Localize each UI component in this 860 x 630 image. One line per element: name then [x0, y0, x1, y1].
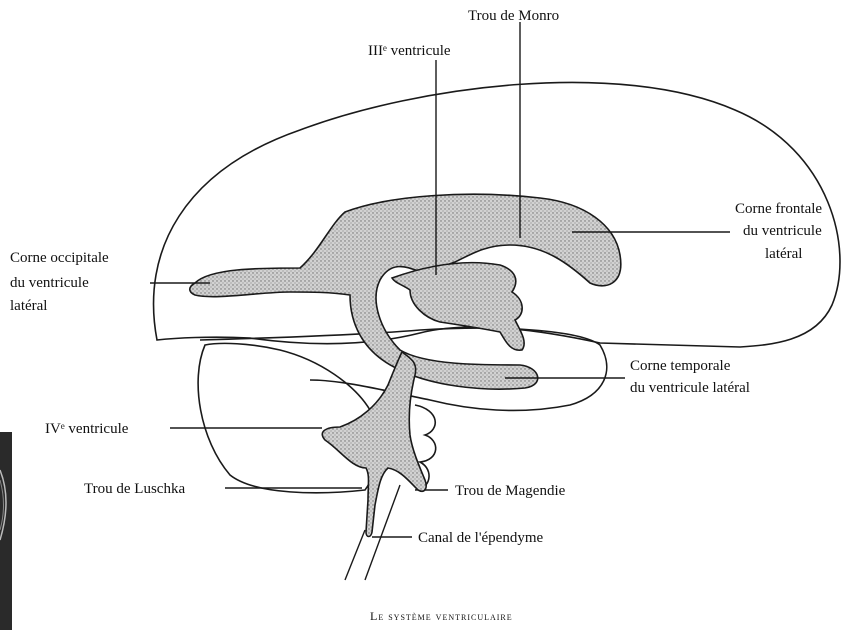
label-canal-ependyme: Canal de l'épendyme	[418, 530, 543, 546]
third-ventricle	[392, 263, 524, 351]
label-temporal-horn-2: du ventricule latéral	[630, 380, 750, 396]
label-trou-magendie: Trou de Magendie	[455, 483, 566, 499]
label-trou-monro: Trou de Monro	[468, 8, 559, 24]
label-occipital-horn-3: latéral	[10, 298, 47, 314]
spinal-cord-left	[345, 530, 365, 580]
label-occipital-horn-1: Corne occipitale	[10, 250, 109, 266]
label-frontal-horn-3: latéral	[765, 246, 802, 262]
aqueduct-fourth-ventricle	[322, 352, 426, 537]
label-occipital-horn-2: du ventricule	[10, 275, 89, 291]
label-temporal-horn-1: Corne temporale	[630, 358, 731, 374]
label-frontal-horn-1: Corne frontale	[735, 201, 822, 217]
label-third-ventricle: IIIᵉ ventricule	[368, 43, 451, 59]
label-frontal-horn-2: du ventricule	[743, 223, 822, 239]
scan-artifact	[0, 432, 12, 630]
label-trou-luschka: Trou de Luschka	[84, 481, 185, 497]
label-fourth-ventricle: IVᵉ ventricule	[45, 421, 129, 437]
cerebellum-outline	[198, 343, 377, 492]
figure-caption: Le système ventriculaire	[370, 609, 513, 623]
